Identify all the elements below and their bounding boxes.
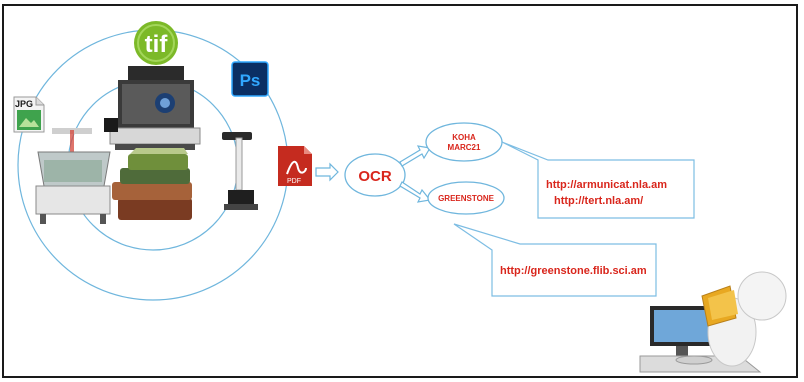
jpg-file-icon: JPG bbox=[13, 96, 45, 133]
tif-format-icon: tif bbox=[134, 21, 178, 65]
armunicat-url[interactable]: http://armunicat.nla.am bbox=[546, 179, 667, 191]
arrow-to-greenstone bbox=[399, 181, 432, 203]
koha-marc21-node: KOHA MARC21 bbox=[425, 122, 503, 162]
marc21-label: MARC21 bbox=[448, 143, 481, 152]
tert-url[interactable]: http://tert.nla.am/ bbox=[554, 195, 643, 207]
books-stack-icon bbox=[112, 148, 192, 220]
koha-label: KOHA bbox=[452, 133, 476, 142]
user-at-computer-icon bbox=[639, 271, 787, 373]
ocr-node: OCR bbox=[344, 153, 406, 197]
pdf-file-icon: PDF bbox=[278, 146, 312, 186]
jpg-label: JPG bbox=[15, 99, 33, 109]
photoshop-icon: Ps bbox=[231, 61, 269, 97]
pdf-label: PDF bbox=[287, 178, 301, 185]
document-camera-scanner-icon bbox=[222, 132, 258, 210]
greenstone-url[interactable]: http://greenstone.flib.sci.am bbox=[500, 265, 647, 277]
greenstone-node: GREENSTONE bbox=[427, 181, 505, 215]
greenstone-label: GREENSTONE bbox=[438, 194, 495, 203]
koha-url-callout: http://armunicat.nla.am http://tert.nla.… bbox=[501, 141, 695, 219]
book-scanner-machine-icon bbox=[104, 66, 201, 150]
ps-label: Ps bbox=[240, 71, 261, 90]
diagram-frame bbox=[2, 4, 798, 378]
tif-label: tif bbox=[145, 31, 169, 58]
arrow-to-ocr bbox=[315, 162, 339, 182]
ocr-label: OCR bbox=[358, 168, 392, 185]
arrow-to-koha bbox=[399, 145, 431, 167]
greenstone-url-callout: http://greenstone.flib.sci.am bbox=[453, 223, 657, 297]
overhead-scanner-icon bbox=[35, 128, 111, 224]
